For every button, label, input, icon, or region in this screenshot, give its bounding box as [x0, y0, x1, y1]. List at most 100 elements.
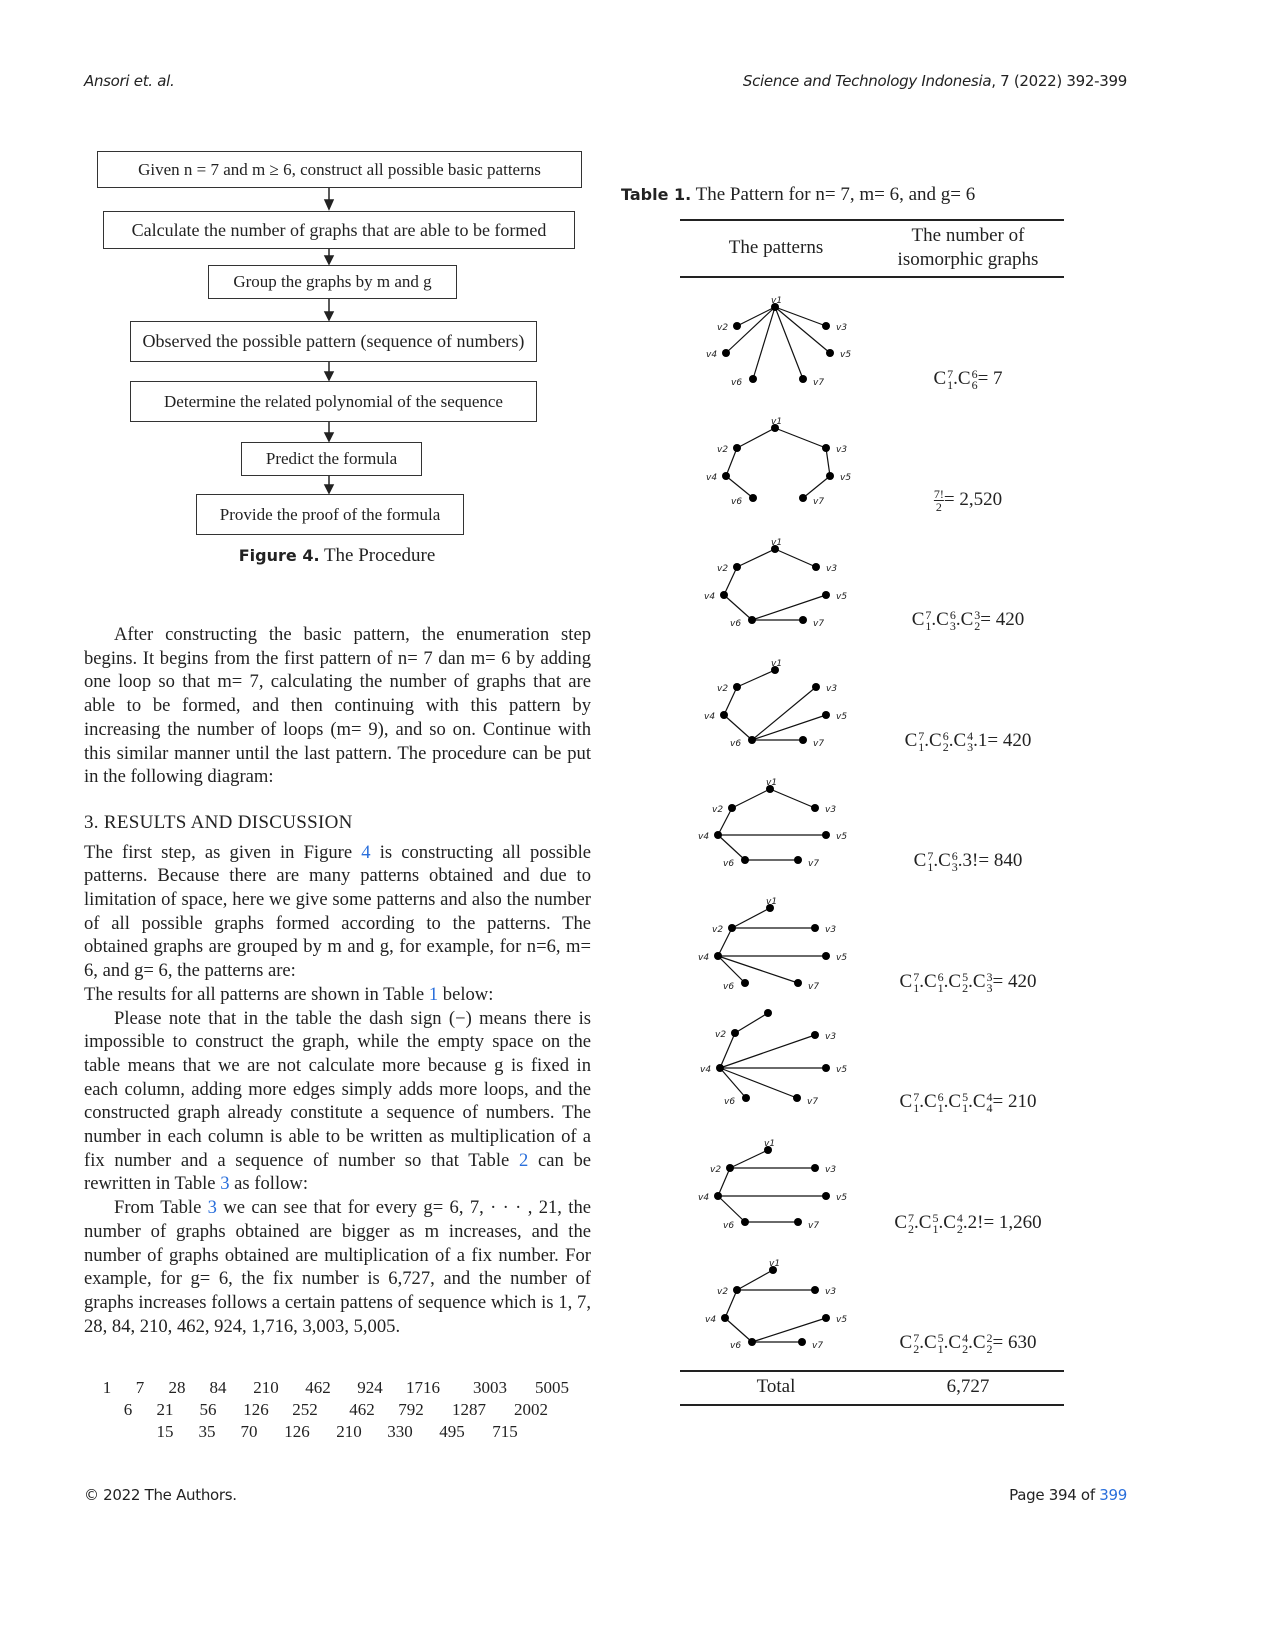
- table-bottom-rule: [680, 1404, 1064, 1406]
- graph-edge: [723, 594, 753, 621]
- sequence-number: 2002: [514, 1400, 548, 1419]
- vertex-label: v6: [723, 859, 734, 869]
- graph-edge: [717, 834, 746, 861]
- text: The results for all patterns are shown i…: [84, 983, 429, 1005]
- graph-vertex: [771, 545, 779, 553]
- sequence-number: 210: [253, 1378, 279, 1397]
- text: From Table: [114, 1197, 208, 1219]
- graph-edge: [774, 306, 804, 380]
- table-ref-link[interactable]: 1: [428, 983, 439, 1005]
- sequence-number: 1287: [452, 1400, 486, 1419]
- vertex-label: v4: [706, 350, 717, 360]
- flow-step-6: Predict the formula: [241, 442, 422, 476]
- paragraph: Please note that in the table the dash s…: [84, 1007, 591, 1197]
- graph-edge: [774, 548, 817, 568]
- vertex-label: v1: [771, 417, 782, 427]
- graph-vertex: [822, 952, 830, 960]
- paragraph: The results for all patterns are shown i…: [84, 983, 591, 1007]
- graph-edge: [717, 807, 733, 836]
- vertex-label: v6: [731, 497, 742, 507]
- graph-edge: [769, 788, 816, 809]
- table-ref-link[interactable]: 2: [518, 1149, 529, 1171]
- sequence-number: 210: [336, 1422, 362, 1441]
- vertex-label: v3: [836, 445, 847, 455]
- running-header-journal: Science and Technology Indonesia, 7 (202…: [743, 72, 1127, 90]
- graph-edge: [751, 686, 817, 741]
- vertex-label: v3: [825, 1287, 836, 1297]
- graph-vertex: [741, 1218, 749, 1226]
- graph-edge: [736, 548, 776, 568]
- graph-vertex: [721, 1314, 729, 1322]
- vertex-label: v7: [813, 497, 824, 507]
- sequence-number: 28: [168, 1378, 186, 1397]
- graph-edge: [719, 1067, 747, 1099]
- graph-vertex: [714, 831, 722, 839]
- graph-vertex: [741, 856, 749, 864]
- graph-vertex: [720, 591, 728, 599]
- total-value: 6,727: [946, 1376, 990, 1397]
- graph-vertex: [771, 666, 779, 674]
- graph-edge: [751, 714, 827, 741]
- text: Please note that in the table the dash s…: [84, 1007, 591, 1171]
- vertex-label: v2: [717, 564, 728, 574]
- header-line: The number of: [911, 225, 1025, 246]
- graph-vertex: [799, 736, 807, 744]
- vertex-label: v5: [840, 473, 851, 483]
- graph-vertex: [728, 804, 736, 812]
- graph-edge: [725, 306, 776, 354]
- graph-vertex: [822, 831, 830, 839]
- vertex-label: v1: [771, 538, 782, 548]
- flow-arrows: [323, 188, 335, 495]
- sequence-number: 126: [243, 1400, 269, 1419]
- graph-edge: [717, 955, 799, 984]
- graph-vertex: [766, 785, 774, 793]
- graph-vertex: [771, 424, 779, 432]
- graph-vertex: [720, 711, 728, 719]
- vertex-label: v5: [836, 953, 847, 963]
- graph-vertex: [716, 1064, 724, 1072]
- vertex-label: v6: [730, 1341, 741, 1351]
- vertex-label: v6: [723, 1221, 734, 1231]
- vertex-label: v1: [771, 659, 782, 669]
- sequence-number: 3003: [473, 1378, 507, 1397]
- graph-edge: [734, 1012, 769, 1034]
- figure-ref-link[interactable]: 4: [361, 841, 371, 863]
- graph-vertex: [748, 1338, 756, 1346]
- vertex-label: v3: [825, 925, 836, 935]
- table-ref-link[interactable]: 3: [207, 1197, 217, 1219]
- graph-vertex: [822, 1192, 830, 1200]
- vertex-label: v1: [766, 778, 777, 788]
- graph-vertex: [714, 1192, 722, 1200]
- sequence-number: 792: [398, 1400, 424, 1419]
- graph-vertex: [733, 683, 741, 691]
- page-number: Page 394 of 399: [1009, 1486, 1127, 1504]
- vertex-label: v5: [840, 350, 851, 360]
- sequence-number: 5005: [535, 1378, 569, 1397]
- vertex-label: v5: [836, 832, 847, 842]
- text: we can see that for every g= 6, 7, · · ·…: [84, 1197, 591, 1337]
- page-total-link[interactable]: 399: [1099, 1486, 1127, 1504]
- flow-step-2: Calculate the number of graphs that are …: [103, 211, 575, 249]
- vertex-label: v1: [766, 897, 777, 907]
- vertex-label: v4: [705, 1315, 716, 1325]
- body-text: After constructing the basic pattern, th…: [84, 623, 591, 1338]
- table-ref-link[interactable]: 3: [220, 1173, 230, 1195]
- vertex-label: v4: [704, 712, 715, 722]
- vertex-label: v3: [825, 1032, 836, 1042]
- isomorphic-count-formula: 7!2= 2,520: [933, 487, 1003, 514]
- table-caption-text: The Pattern for n= 7, m= 6, and g= 6: [691, 184, 976, 205]
- section-heading: 3. RESULTS AND DISCUSSION: [84, 811, 353, 833]
- vertex-label: v5: [836, 1065, 847, 1075]
- vertex-label: v6: [723, 982, 734, 992]
- graph-vertex: [741, 979, 749, 987]
- sequence-number: 84: [209, 1378, 227, 1397]
- vertex-label: v6: [724, 1097, 735, 1107]
